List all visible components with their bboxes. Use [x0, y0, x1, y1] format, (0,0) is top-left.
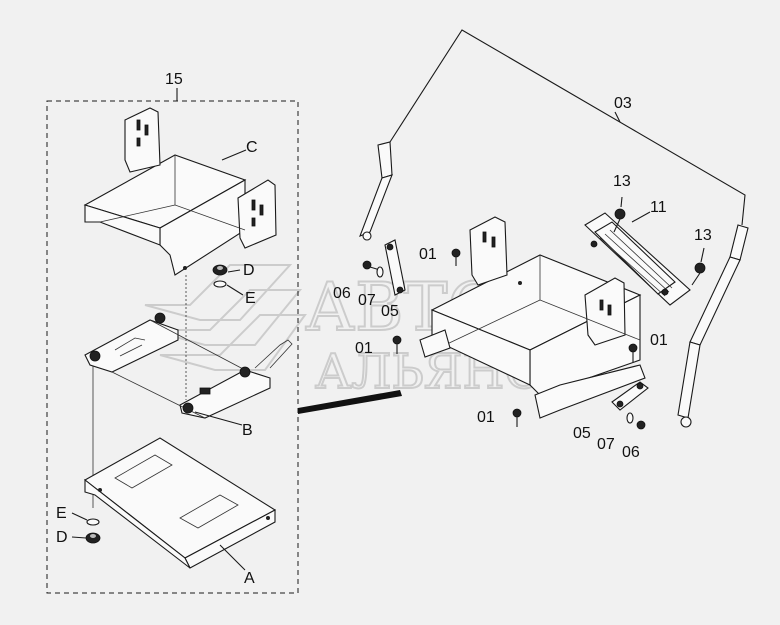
bolt-13-left — [613, 208, 626, 233]
leader-d-top — [227, 269, 241, 273]
label-05-right: 05 — [573, 425, 591, 442]
part-a-base-plate — [84, 437, 277, 569]
washer-e-bottom — [86, 518, 100, 526]
bolt-06-right — [636, 420, 646, 430]
washer-07-right — [626, 412, 634, 424]
label-01-right: 01 — [650, 332, 668, 349]
label-05-left: 05 — [381, 303, 399, 320]
part-11-cover — [584, 212, 691, 306]
label-03: 03 — [614, 95, 632, 112]
part-c-upper-bracket — [83, 107, 277, 276]
label-e-top: E — [245, 290, 256, 307]
bolt-01-bottom — [512, 408, 522, 427]
label-01-bottom: 01 — [477, 409, 495, 426]
leader-13-right — [700, 247, 705, 263]
label-06-right: 06 — [622, 444, 640, 461]
label-13-right: 13 — [694, 227, 712, 244]
link-05-left — [384, 239, 406, 296]
label-15: 15 — [165, 71, 183, 88]
leader-c — [221, 149, 247, 161]
label-c: C — [246, 139, 258, 156]
bolt-13-right — [691, 262, 706, 286]
link-05-right — [611, 381, 649, 411]
label-01-top: 01 — [419, 246, 437, 263]
label-07-right: 07 — [597, 436, 615, 453]
leader-e-top — [226, 284, 244, 296]
washer-07-left — [376, 266, 384, 278]
label-e-bottom: E — [56, 505, 67, 522]
bolt-01-mid — [392, 335, 402, 354]
bolt-06-left — [362, 260, 381, 271]
assembly-group-frame — [46, 100, 299, 594]
label-b: B — [242, 422, 253, 439]
leader-13-left — [620, 196, 623, 208]
part-b-slide-rails — [84, 312, 293, 419]
leader-d-bottom — [71, 536, 87, 539]
watermark-logo-icon — [144, 264, 307, 371]
washer-e-top — [213, 280, 227, 288]
part-03-gas-springs — [359, 29, 749, 428]
leader-b — [194, 411, 243, 426]
bolt-01-top — [451, 248, 461, 266]
leader-03 — [614, 111, 621, 123]
nut-d-bottom — [85, 532, 101, 544]
label-01-mid: 01 — [355, 340, 373, 357]
label-d-top: D — [243, 262, 255, 279]
bolt-01-right — [628, 343, 638, 362]
label-13-left: 13 — [613, 173, 631, 190]
leader-e-bottom — [71, 512, 88, 521]
nut-d-top — [212, 264, 228, 276]
label-a: A — [244, 570, 255, 587]
label-11: 11 — [650, 199, 667, 216]
seat-stand-assembly — [419, 216, 646, 419]
assembly-pointer — [298, 390, 402, 414]
label-d-bottom: D — [56, 529, 68, 546]
label-06-left: 06 — [333, 285, 351, 302]
callout-labels: 15 C D E B E D A 03 13 11 13 01 06 07 05… — [56, 71, 712, 587]
label-07-left: 07 — [358, 292, 376, 309]
leader-11 — [631, 211, 651, 223]
leader-a — [219, 544, 246, 571]
